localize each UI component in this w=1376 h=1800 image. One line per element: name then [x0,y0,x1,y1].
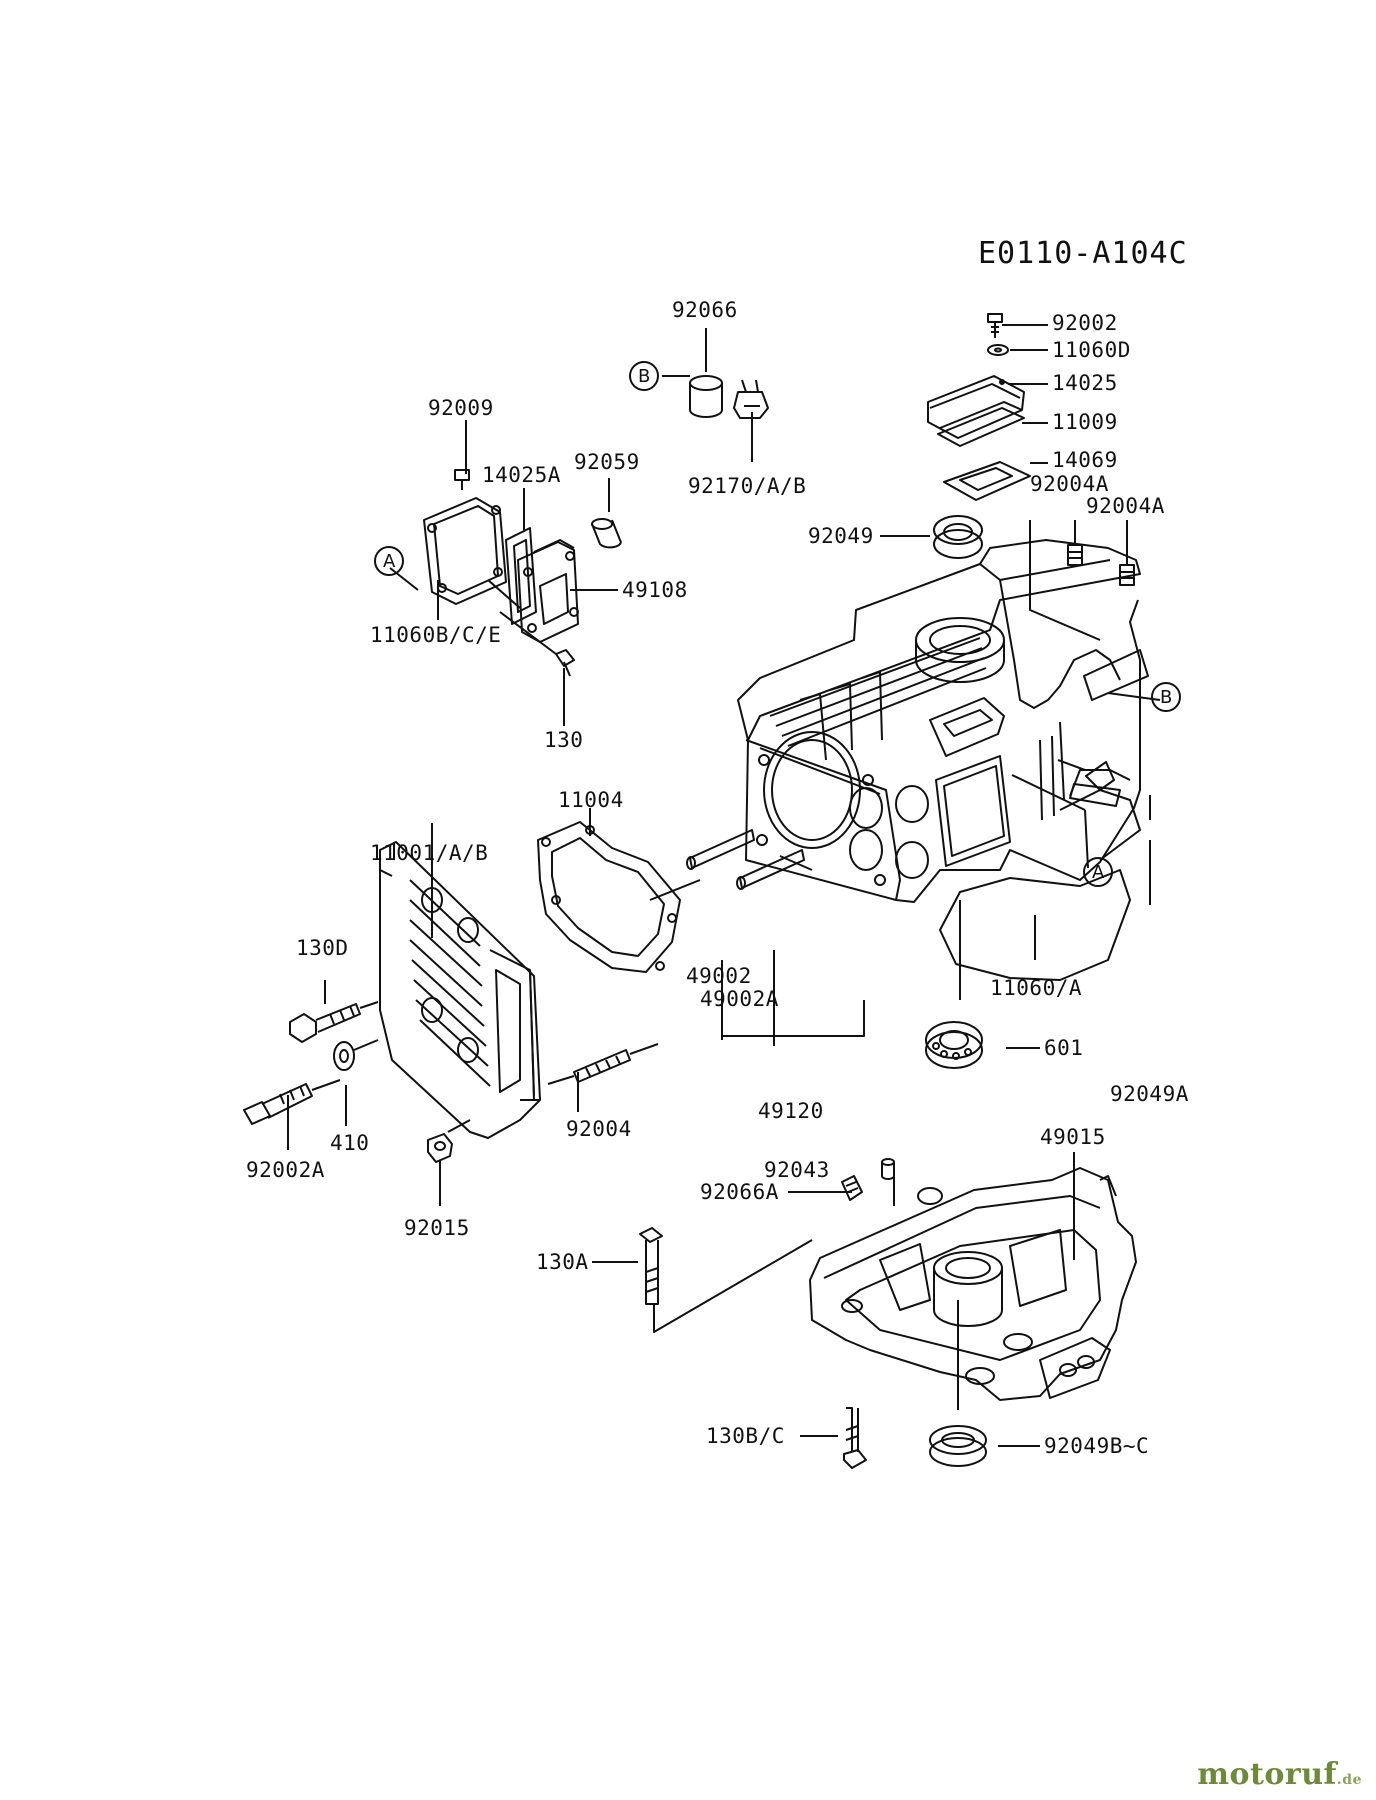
part-label-11004: 11004 [558,788,624,812]
nut-92015 [427,1133,453,1163]
clip-92170 [733,379,769,419]
tube-92059 [591,518,622,549]
screw-92009 [454,469,470,490]
cylinder-head-11001 [379,841,541,1139]
bolt-130a [639,1227,663,1305]
gasket-14069 [943,461,1031,501]
plug-92066a [841,1175,863,1201]
callout-a-left [374,546,404,576]
part-label-14025: 14025 [1052,371,1118,395]
bolt-130bc [843,1407,867,1469]
part-label-49108: 49108 [622,578,688,602]
stud-92004 [573,1049,631,1083]
part-label-92049bc: 92049B~C [1044,1434,1150,1458]
callout-markers [374,361,1181,887]
part-label-49002a: 49002A [700,987,779,1011]
part-label-130bc: 130B/C [706,1424,785,1448]
part-label-11060a: 11060/A [990,976,1083,1000]
pin-92066 [689,375,723,418]
plate-11060bce [423,497,507,605]
bolt-92002 [987,313,1003,338]
gasket-14025a [505,527,537,625]
crankcase-cylinder-block [737,539,1149,903]
watermark-name: motoruf [1197,1757,1337,1792]
part-label-11060d: 11060D [1052,338,1131,362]
gasket-11004 [537,821,681,973]
crankcase-cover-49015 [809,1167,1137,1401]
bolt-130d [289,1003,361,1043]
callout-a-right [1083,857,1113,887]
part-label-92059: 92059 [574,450,640,474]
part-label-601: 601 [1044,1036,1084,1060]
part-label-92066: 92066 [672,298,738,322]
part-label-130a: 130A [536,1250,589,1274]
bolt-130 [555,649,575,677]
part-label-92002a: 92002A [246,1158,325,1182]
part-label-92009: 92009 [428,396,494,420]
bearing-601 [925,1021,983,1069]
washer-410 [333,1041,355,1071]
part-label-11060bce: 11060B/C/E [370,623,502,647]
callout-letter: B [638,366,650,387]
callout-letter: A [1092,862,1105,883]
part-label-92049a: 92049A [1110,1082,1189,1106]
diagram-code: E0110-A104C [978,236,1188,271]
part-label-92170: 92170/A/B [688,474,807,498]
watermark-tld: .de [1336,1772,1362,1788]
callout-letter: B [1160,687,1172,708]
part-label-410: 410 [330,1131,370,1155]
seal-92049 [933,515,983,559]
part-label-92004: 92004 [566,1117,632,1141]
part-label-49015: 49015 [1040,1125,1106,1149]
gasket-11060a [939,869,1131,981]
seal-92049bc [929,1425,987,1467]
washer-11060d [987,344,1009,356]
dowel-92043 [881,1158,895,1180]
part-label-92002: 92002 [1052,311,1118,335]
part-label-14025a: 14025A [482,463,561,487]
breather-49108 [517,539,579,643]
part-label-49120: 49120 [758,1099,824,1123]
part-label-92004a: 92004A [1086,494,1165,518]
part-label-92043: 92043 [764,1158,830,1182]
sleeves-49002 [686,829,805,890]
part-label-92049: 92049 [808,524,874,548]
part-label-92066a: 92066A [700,1180,779,1204]
cover-14025 [927,375,1025,447]
callout-b-right [1151,682,1181,712]
part-label-130: 130 [544,728,584,752]
part-label-11009: 11009 [1052,410,1118,434]
stud-92002a [243,1083,313,1125]
part-label-11001ab: 11001/A/B [370,841,489,865]
part-label-92015: 92015 [404,1216,470,1240]
part-label-49002: 49002 [686,964,752,988]
part-label-14069: 14069 [1052,448,1118,472]
callout-letter: A [383,551,396,572]
part-label-92004a: 92004A [1030,472,1109,496]
part-label-130d: 130D [296,936,349,960]
callout-b-top [629,361,659,391]
watermark-logo: motoruf.de [1197,1757,1362,1792]
